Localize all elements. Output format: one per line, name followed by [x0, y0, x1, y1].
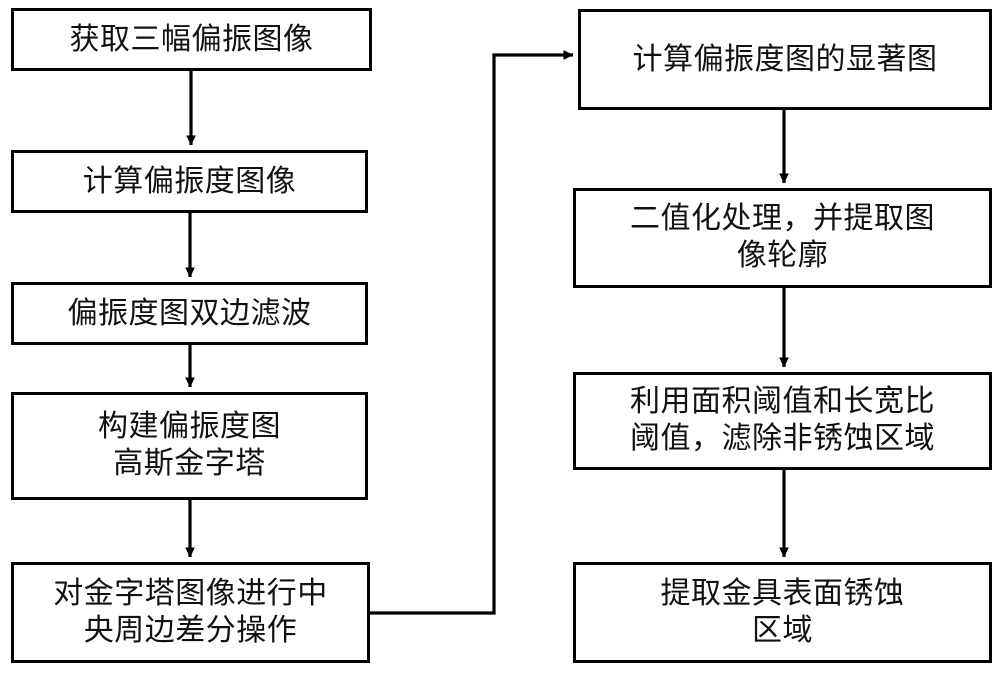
connector-n5-to-n6: [370, 50, 574, 615]
node-label: 对金字塔图像进行中 央周边差分操作: [53, 575, 328, 648]
node-label: 偏振度图双边滤波: [67, 295, 312, 331]
process-node-extract-corrosion-region[interactable]: 提取金具表面锈蚀 区域: [573, 562, 992, 663]
process-node-bilateral-filter-dop[interactable]: 偏振度图双边滤波: [11, 282, 368, 345]
node-label: 提取金具表面锈蚀 区域: [660, 575, 905, 648]
process-node-filter-by-area-and-aspect-ratio[interactable]: 利用面积阈值和长宽比 阈值，滤除非锈蚀区域: [573, 372, 992, 470]
node-label: 计算偏振度图的显著图: [632, 41, 938, 77]
node-label: 计算偏振度图像: [82, 163, 297, 199]
node-label: 二值化处理，并提取图 像轮廓: [630, 201, 935, 273]
process-node-compute-dop-image[interactable]: 计算偏振度图像: [11, 150, 368, 213]
process-node-binarize-and-extract-contour[interactable]: 二值化处理，并提取图 像轮廓: [573, 188, 992, 288]
node-label: 构建偏振度图 高斯金字塔: [98, 409, 281, 481]
process-node-center-surround-difference[interactable]: 对金字塔图像进行中 央周边差分操作: [11, 562, 370, 663]
node-label: 获取三幅偏振图像: [69, 21, 314, 57]
process-node-build-gaussian-pyramid[interactable]: 构建偏振度图 高斯金字塔: [11, 392, 368, 500]
process-node-compute-saliency-map[interactable]: 计算偏振度图的显著图: [578, 9, 992, 110]
node-label: 利用面积阈值和长宽比 阈值，滤除非锈蚀区域: [630, 384, 935, 456]
process-node-acquire-polarization-images[interactable]: 获取三幅偏振图像: [11, 8, 372, 71]
